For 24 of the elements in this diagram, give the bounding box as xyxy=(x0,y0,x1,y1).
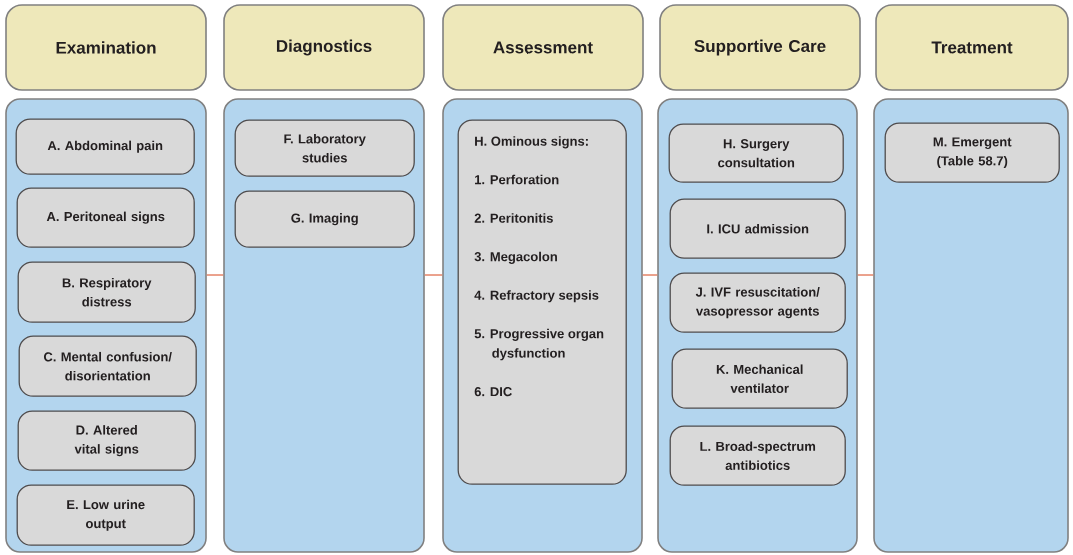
step-box: A. Peritoneal signs xyxy=(16,187,195,248)
step-box: K. Mechanical ventilator xyxy=(671,348,848,409)
header-box: Supportive Care xyxy=(659,4,861,91)
step-box: G. Imaging xyxy=(234,190,415,248)
header-box: Examination xyxy=(5,4,207,91)
header-box: Treatment xyxy=(875,4,1069,91)
header-box: Diagnostics xyxy=(223,4,425,91)
step-box: M. Emergent (Table 58.7) xyxy=(884,122,1060,183)
connector-line xyxy=(206,274,224,276)
step-box: C. Mental confusion/ disorientation xyxy=(18,335,197,397)
header-box: Assessment xyxy=(442,4,644,91)
step-box: F. Laboratory studies xyxy=(234,119,415,177)
connector-line xyxy=(424,274,443,276)
list-box: H. Ominous signs: 1. Perforation 2. Peritonitis 3. Megacolon 4. Refractory sepsis 5. Progressive organ dysfunction 6. DIC xyxy=(457,119,627,485)
connector-line xyxy=(857,274,874,276)
step-box: E. Low urine output xyxy=(16,484,195,546)
step-box: J. IVF resuscitation/ vasopressor agents xyxy=(669,272,846,333)
step-box: D. Altered vital signs xyxy=(17,410,196,471)
step-box: I. ICU admission xyxy=(669,198,846,259)
step-box: H. Surgery consultation xyxy=(668,123,844,183)
step-box: B. Respiratory distress xyxy=(17,261,196,323)
step-box: A. Abdominal pain xyxy=(15,118,195,175)
step-box: L. Broad-spectrum antibiotics xyxy=(669,425,846,486)
connector-line xyxy=(642,274,658,276)
